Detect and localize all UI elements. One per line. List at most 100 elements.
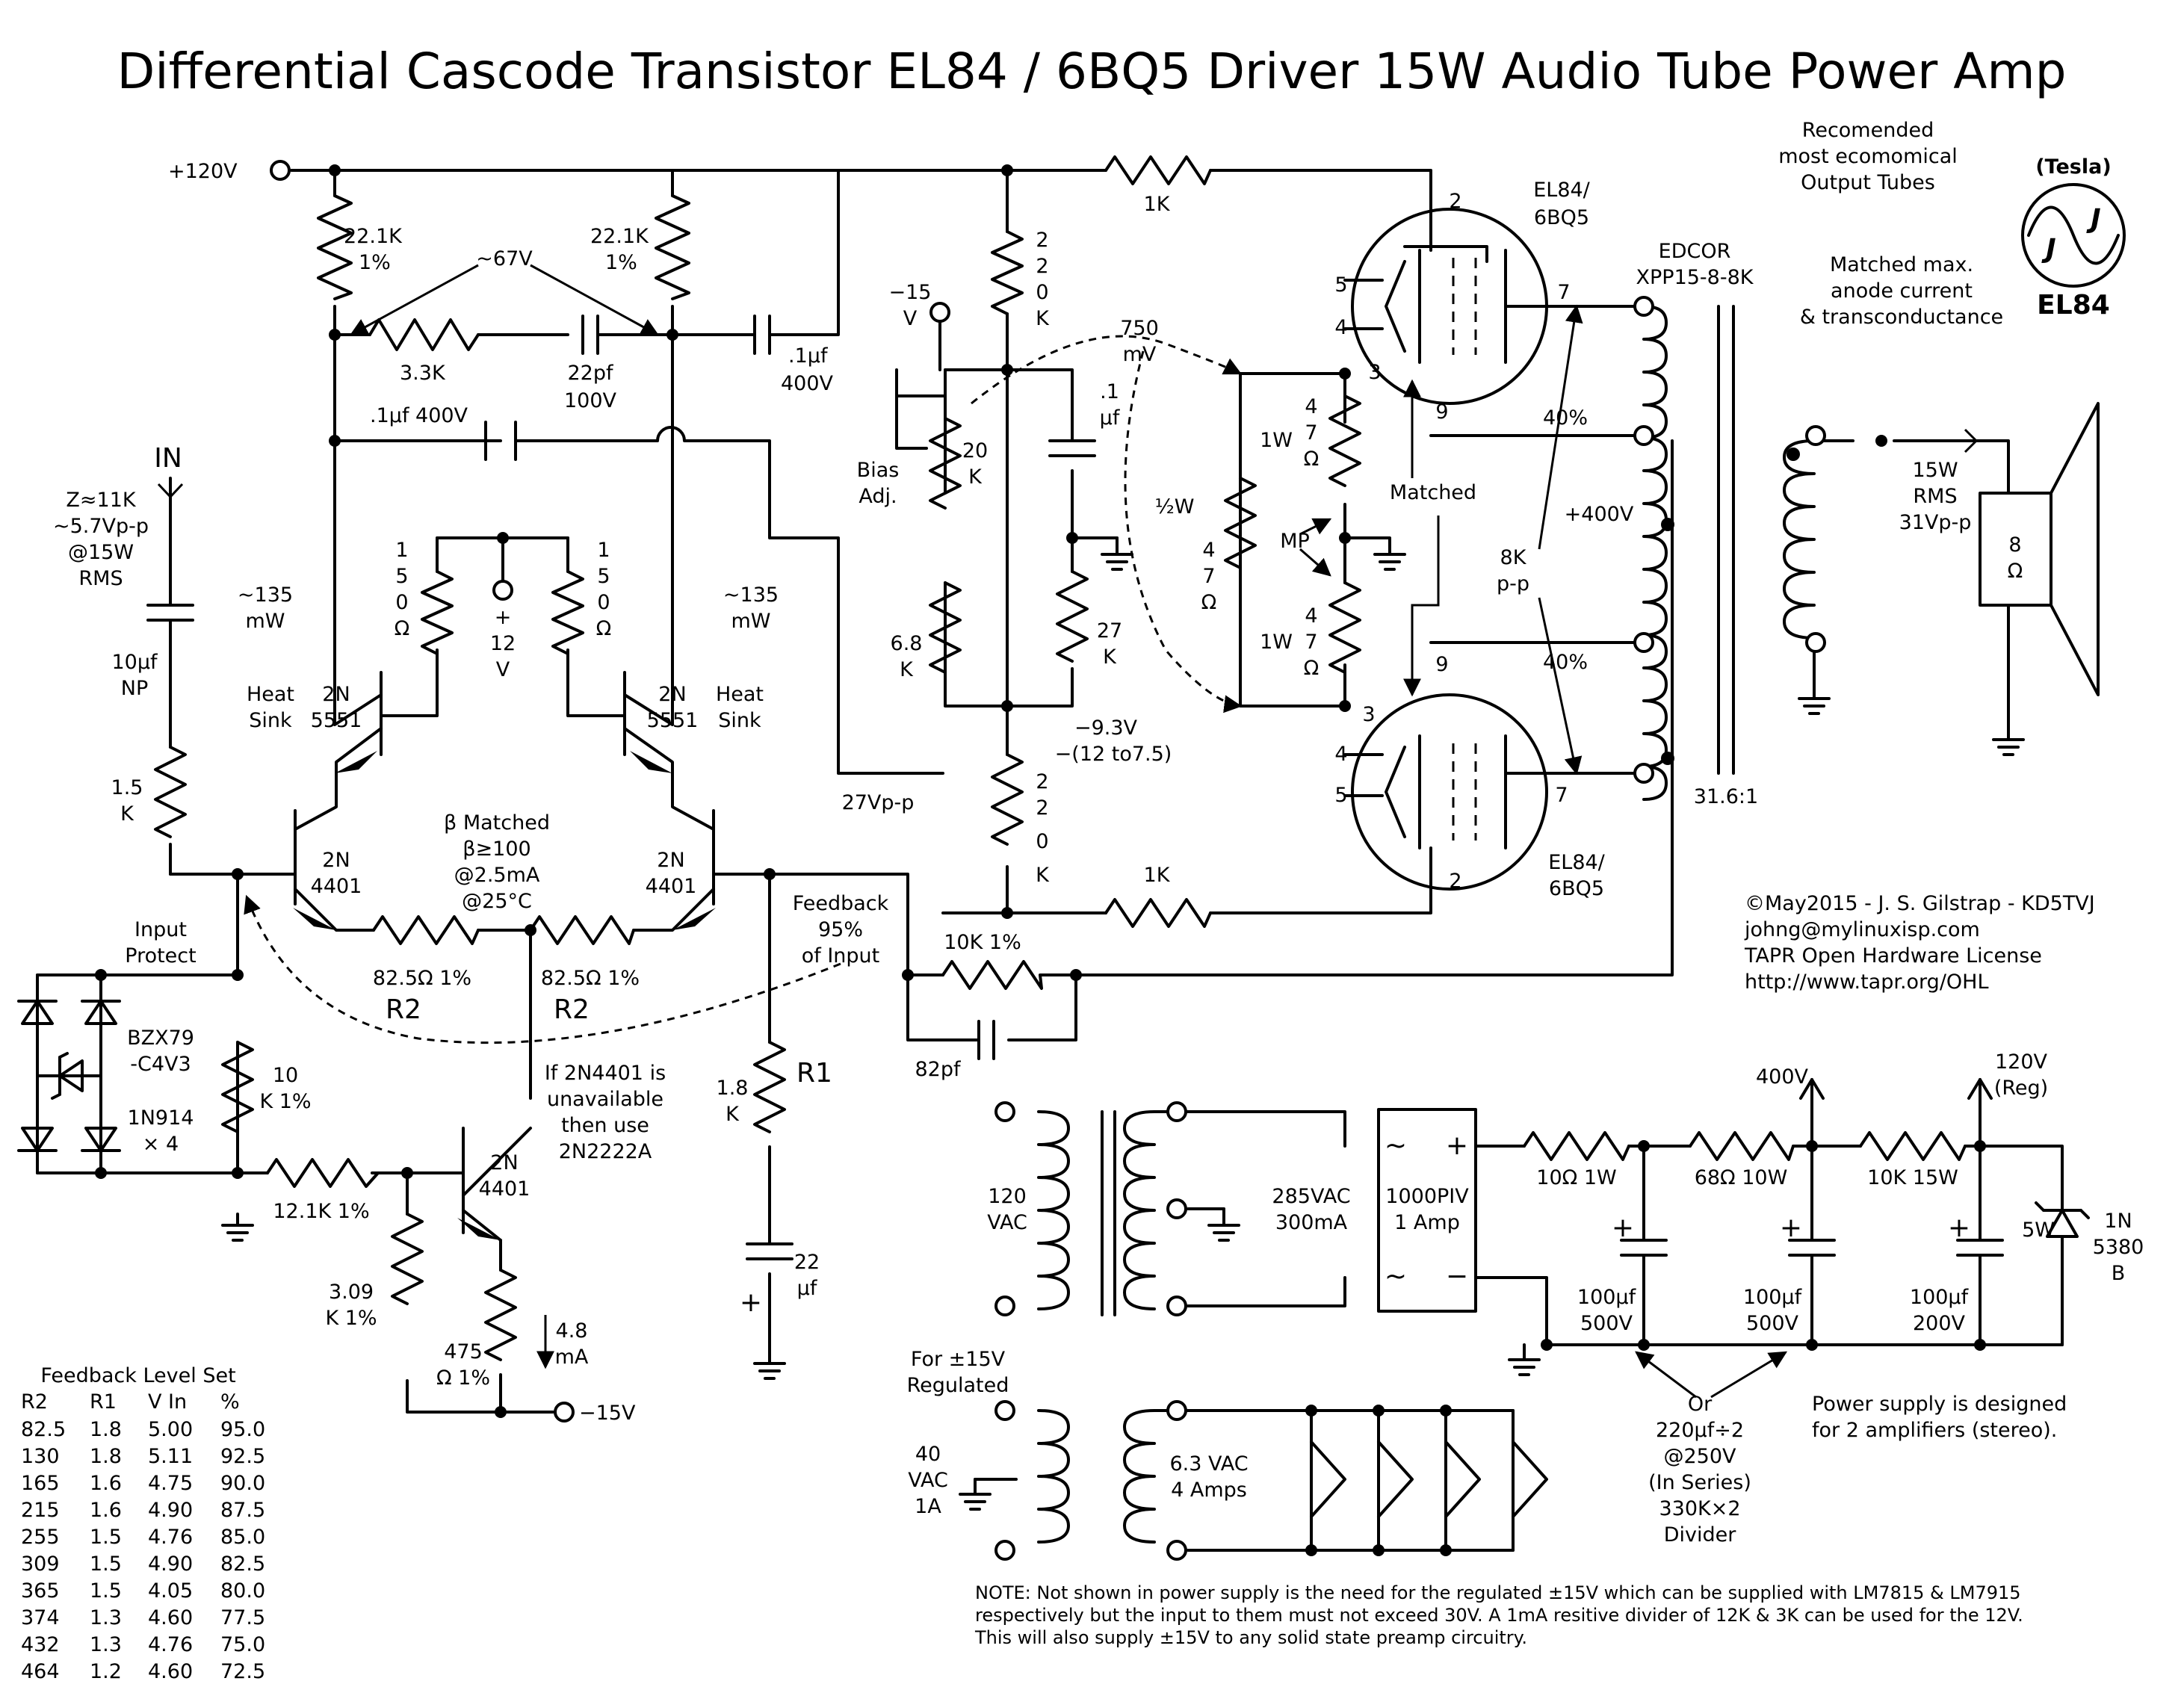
label-credit-1: ©May2015 - J. S. Gilstrap - KD5TVJ [1745,892,2095,915]
arrow-mp-bottom [1299,548,1331,577]
label-mw-left-1: ~135 [238,583,293,607]
label-1w-a: 1W [1260,429,1293,452]
label-400v-b: +400V [1565,503,1634,526]
table-cell: 1.5 [90,1526,122,1549]
table-cell: 4.90 [148,1499,193,1522]
label-1n914-2: × 4 [143,1133,179,1156]
label-alt-3: then use [561,1114,649,1137]
label-4401-right-2: 4401 [646,875,697,898]
label-47l-3: Ω [1201,591,1217,614]
label-5551-right-1: 2N [658,683,686,706]
label-825-left: 82.5Ω 1% [373,967,471,990]
label-40vac-3: 1A [915,1495,941,1518]
label-pin-bot-5: 5 [1334,784,1347,807]
resistor-12k1 [266,1158,380,1188]
label-pin-top-9: 9 [1435,400,1448,424]
label-22uf-1: 22 [794,1251,820,1274]
output-arrow [1964,428,1979,453]
label-120vreg-2: (Reg) [1994,1077,2048,1100]
label-400v: 400V [1756,1065,1809,1089]
wires [36,169,2064,1552]
label-47l-2: 7 [1202,565,1215,588]
table-cell: 82.5 [21,1418,66,1441]
label-5551-right-2: 5551 [647,709,699,732]
label-220k-bot-4: K [1036,864,1050,887]
note-line-2: respectively but the input to them must … [975,1605,2023,1626]
label-220k-top-3: 0 [1036,281,1048,304]
table-cell: 1.8 [90,1418,122,1441]
note-line-1: NOTE: Not shown in power supply is the n… [975,1582,2021,1603]
arrow-8k-bottom [1538,597,1583,776]
bridge-rectifier [1377,1108,1477,1313]
label-4p8-2: mA [555,1346,589,1369]
resistor-10ohm [1523,1131,1630,1161]
page-title: Differential Cascode Transistor EL84 / 6… [117,43,2066,100]
label-309-1: 3.09 [329,1281,374,1304]
transistor-arrows [293,751,716,1240]
label-c1-2: 500V [1580,1312,1633,1335]
label-tap-1: 40% [1543,406,1588,430]
label-bridge-minus: − [1446,1261,1468,1292]
table-cell: 90.0 [220,1472,265,1495]
arrow-67v-left [349,264,479,336]
label-heat-right-2: Sink [718,709,761,732]
label-r2-right: R2 [554,994,590,1025]
cap-0p1-right [738,315,771,355]
label-match-3: & transconductance [1800,306,2003,329]
table-cell: 255 [21,1526,60,1549]
label-match-1: Matched max. [1830,253,1973,276]
resistor-825-left [372,915,480,945]
label-edcor-1: EDCOR [1659,240,1731,263]
label-minus15-top-2: V [903,307,918,330]
table-cell: 1.5 [90,1579,122,1603]
label-z-4: RMS [78,567,123,590]
table-cell: 464 [21,1660,60,1681]
tube-el84-bottom [1343,693,1548,891]
table-cell: 82.5 [220,1552,265,1576]
label-27k-2: K [1103,646,1117,669]
label-tube-top-1: EL84/ [1533,179,1590,202]
label-1k-bottom: 1K [1144,864,1171,887]
cap-100uf-2 [1788,1239,1836,1272]
feedback-path-dash [244,894,841,1044]
label-bias-cap-1: .1 [1100,380,1119,403]
label-zener-1: 1N [2104,1210,2132,1233]
label-47b-3: Ω [1304,657,1320,680]
label-12v-3: V [496,658,510,681]
cap-22uf [746,1242,794,1260]
resistor-3k09 [391,1213,424,1305]
label-or-3: @250V [1663,1445,1736,1468]
label-0p1-right-1: .1μf [788,344,829,368]
label-mw-right-2: mW [731,610,771,633]
arrow-120v [1967,1078,1993,1100]
labels: +120V 22.1K 1% 22.1K 1% ~67V 3.3K 22pf 1… [53,119,2144,1648]
label-reg-1: For ±15V [911,1348,1006,1371]
label-feedback-1: Feedback [793,892,889,915]
label-credit-4: http://www.tapr.org/OHL [1745,970,1989,994]
resistor-47-top [1328,394,1361,487]
table-header-cell: % [220,1390,240,1414]
label-mw-right-1: ~135 [723,583,779,607]
label-out-2: RMS [1913,485,1957,508]
label-10k-2: K 1% [259,1090,311,1113]
protect-diodes [17,1000,121,1152]
label-c3-2: 200V [1913,1312,1966,1335]
table-cell: 95.0 [220,1418,265,1441]
label-stereo-1: Power supply is designed [1812,1393,2067,1416]
label-stereo-2: for 2 amplifiers (stereo). [1812,1419,2057,1442]
label-protect-1: Input [134,918,187,941]
label-10k-1: 10 [273,1064,298,1087]
label-22k-right-1: 22.1K [590,225,649,248]
label-credit-3: TAPR Open Hardware License [1744,944,2042,968]
label-47b-2: 7 [1305,631,1317,654]
label-bridge-ac2: ~ [1385,1261,1407,1292]
table-cell: 1.5 [90,1552,122,1576]
label-rec-3: Output Tubes [1801,171,1935,194]
label-40vac-1: 40 [915,1443,941,1466]
label-pot-2: K [968,465,983,489]
